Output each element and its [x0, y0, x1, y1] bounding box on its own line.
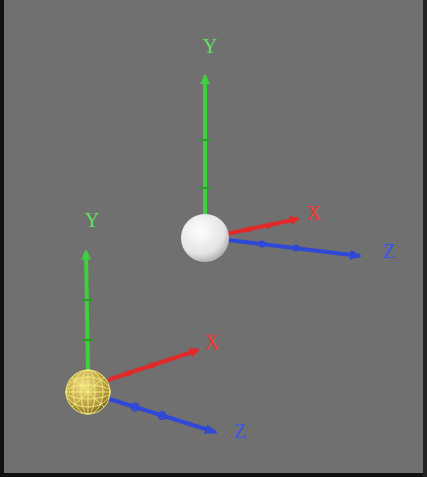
- axis-label: Y: [203, 36, 217, 56]
- axis-label: Y: [85, 210, 99, 230]
- axis-label: X: [205, 332, 219, 352]
- wire-sphere: [66, 370, 110, 414]
- axis-label: X: [307, 203, 321, 223]
- axis-label: Z: [234, 421, 246, 441]
- axis-label: Z: [383, 241, 395, 261]
